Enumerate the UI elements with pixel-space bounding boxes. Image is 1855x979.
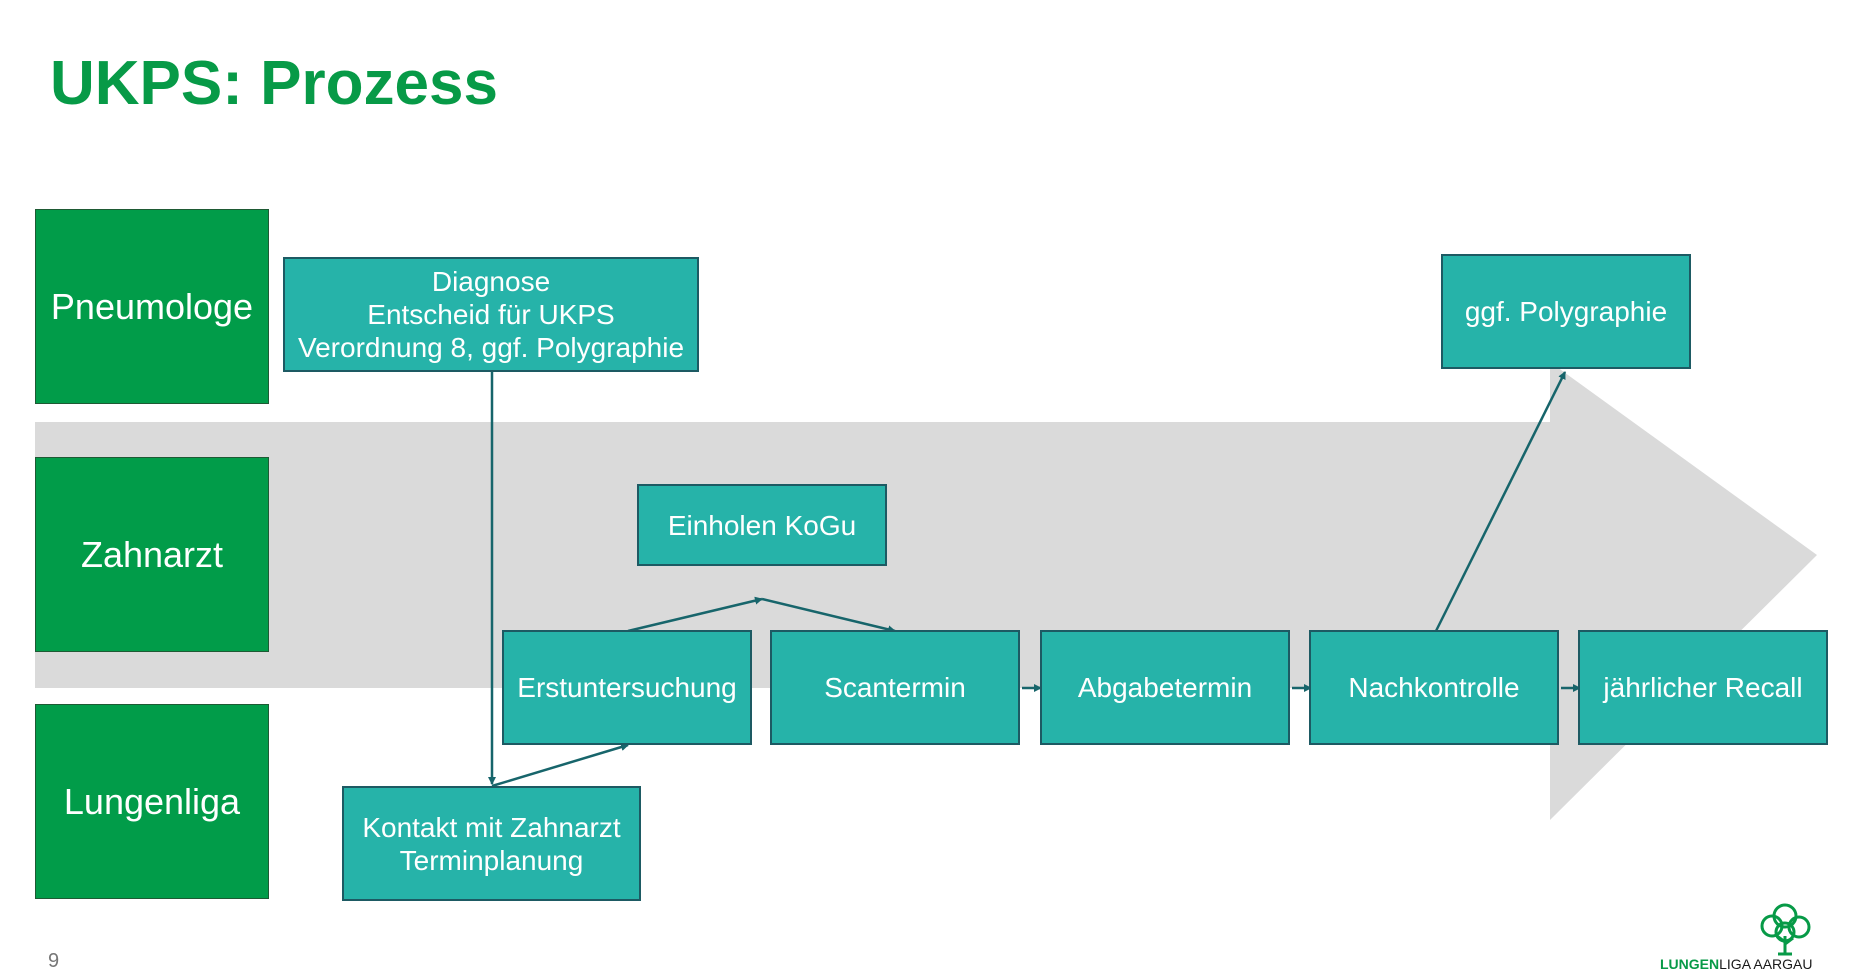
role-label: Lungenliga bbox=[63, 780, 241, 822]
lungenliga-logo: LUNGENLIGA AARGAU bbox=[1660, 898, 1825, 973]
step-kontakt-zahnarzt: Kontakt mit Zahnarzt Terminplanung bbox=[342, 786, 641, 901]
step-line: Diagnose bbox=[431, 266, 551, 297]
step-line: ggf. Polygraphie bbox=[1464, 296, 1668, 327]
step-scantermin: Scantermin bbox=[770, 630, 1020, 745]
connector-kontakt-to-erstuntersuchung bbox=[491, 743, 629, 788]
step-line: Nachkontrolle bbox=[1348, 672, 1520, 703]
step-jaehrlicher-recall: jährlicher Recall bbox=[1578, 630, 1828, 745]
step-line: Kontakt mit Zahnarzt bbox=[362, 811, 621, 843]
step-line: Verordnung 8, ggf. Polygraphie bbox=[297, 332, 685, 363]
tree-icon bbox=[1760, 903, 1811, 956]
page-number: 9 bbox=[48, 950, 60, 972]
step-diagnose: Diagnose Entscheid für UKPS Verordnung 8… bbox=[283, 257, 699, 372]
role-zahnarzt: Zahnarzt bbox=[35, 457, 269, 652]
step-einholen-kogu: Einholen KoGu bbox=[637, 484, 887, 566]
step-erstuntersuchung: Erstuntersuchung bbox=[502, 630, 752, 745]
role-lungenliga: Lungenliga bbox=[35, 704, 269, 899]
connector-kogu-to-scantermin bbox=[761, 597, 896, 634]
step-line: Abgabetermin bbox=[1077, 672, 1253, 703]
step-nachkontrolle: Nachkontrolle bbox=[1309, 630, 1559, 745]
slide-title: UKPS: Prozess bbox=[50, 49, 498, 118]
connector-nachkontrolle-to-polygraphie bbox=[1434, 371, 1567, 632]
step-line: Entscheid für UKPS bbox=[367, 299, 615, 330]
step-line: Erstuntersuchung bbox=[517, 672, 737, 703]
role-pneumologe: Pneumologe bbox=[35, 209, 269, 404]
connector-erstuntersuchung-to-kogu bbox=[627, 596, 763, 633]
step-line: Scantermin bbox=[824, 672, 966, 703]
step-polygraphie: ggf. Polygraphie bbox=[1441, 254, 1691, 369]
step-line: jährlicher Recall bbox=[1603, 672, 1803, 703]
role-label: Pneumologe bbox=[50, 285, 254, 327]
step-abgabetermin: Abgabetermin bbox=[1040, 630, 1290, 745]
step-line: Terminplanung bbox=[399, 844, 584, 876]
logo-text-green: LUNGEN bbox=[1660, 956, 1720, 972]
background-process-arrow bbox=[35, 362, 1817, 820]
step-line: Einholen KoGu bbox=[667, 509, 857, 541]
logo-text-rest: LIGA AARGAU bbox=[1719, 956, 1813, 972]
role-label: Zahnarzt bbox=[80, 533, 224, 575]
logo-wordmark: LUNGENLIGA AARGAU bbox=[1660, 956, 1813, 972]
